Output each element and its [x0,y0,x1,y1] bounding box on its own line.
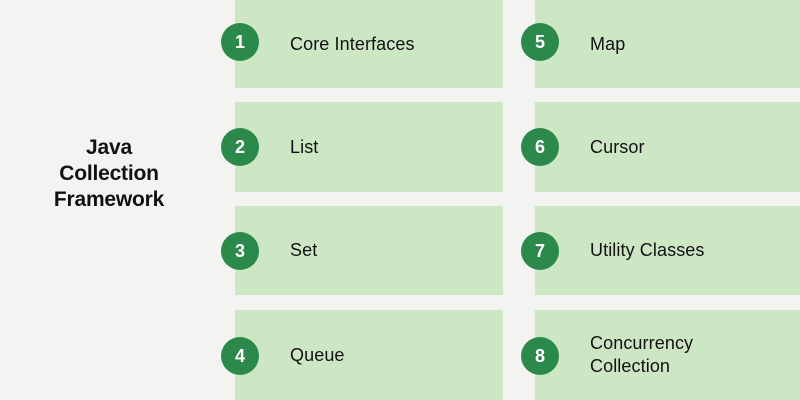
list-item-number-badge: 3 [221,232,259,270]
list-item-label: Set [290,240,318,260]
list-item-label: List [290,136,319,157]
column-right: Map 5 Cursor 6 Utility Classes 7 Concurr… [521,0,800,400]
list-item[interactable]: Map [535,0,800,88]
list-item-label: Queue [290,344,345,365]
list-item-number-badge: 6 [521,128,559,166]
list-item-number-badge: 7 [521,232,559,270]
list-item[interactable]: Set [235,206,503,295]
list-item[interactable]: List [235,102,503,192]
list-item-label: Concurrency Collection [590,333,694,376]
list-item-number-badge: 4 [221,337,259,375]
list-item[interactable]: Utility Classes [535,206,800,295]
list-item-number-badge: 1 [221,23,259,61]
list-item-number-badge: 2 [221,128,259,166]
list-item-label: Core Interfaces [290,33,415,54]
list-item-label: Map [590,33,626,54]
list-item-label: Cursor [590,136,645,157]
list-item-label: Utility Classes [590,240,705,260]
title-line-3: Framework [53,188,165,211]
page-title: Java Collection Framework [0,135,218,213]
title-line-1: Java [86,136,132,159]
column-left: Core Interfaces 1 List 2 Set 3 Queue 4 [221,0,503,400]
list-item[interactable]: Core Interfaces [235,0,503,88]
list-item-number-badge: 5 [521,23,559,61]
list-item[interactable]: Concurrency Collection [535,310,800,400]
title-line-2: Collection [59,162,159,185]
list-item[interactable]: Cursor [535,102,800,192]
list-item-number-badge: 8 [521,337,559,375]
list-item[interactable]: Queue [235,310,503,400]
